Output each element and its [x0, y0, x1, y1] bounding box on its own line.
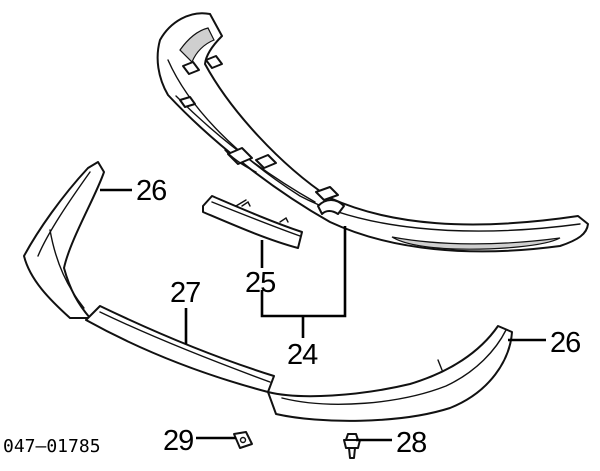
callout-25: 25: [245, 267, 275, 299]
callout-29: 29: [163, 425, 193, 457]
callout-24: 24: [287, 339, 318, 371]
screw-part-28: [343, 433, 361, 459]
left-spoiler-part-26: [23, 161, 105, 319]
callout-26-left: 26: [136, 175, 166, 207]
leader-lines: [100, 188, 546, 442]
callout-28: 28: [396, 427, 426, 459]
center-trim-part-27: [85, 305, 275, 393]
bumper-cover: [156, 12, 589, 253]
clip-part-29: [233, 431, 253, 449]
callout-26-right: 26: [550, 327, 580, 359]
figure-code: 047–01785: [3, 436, 101, 457]
callout-27: 27: [170, 277, 200, 309]
bracket-part-25: [202, 195, 303, 249]
right-spoiler-part-26: [267, 325, 513, 422]
